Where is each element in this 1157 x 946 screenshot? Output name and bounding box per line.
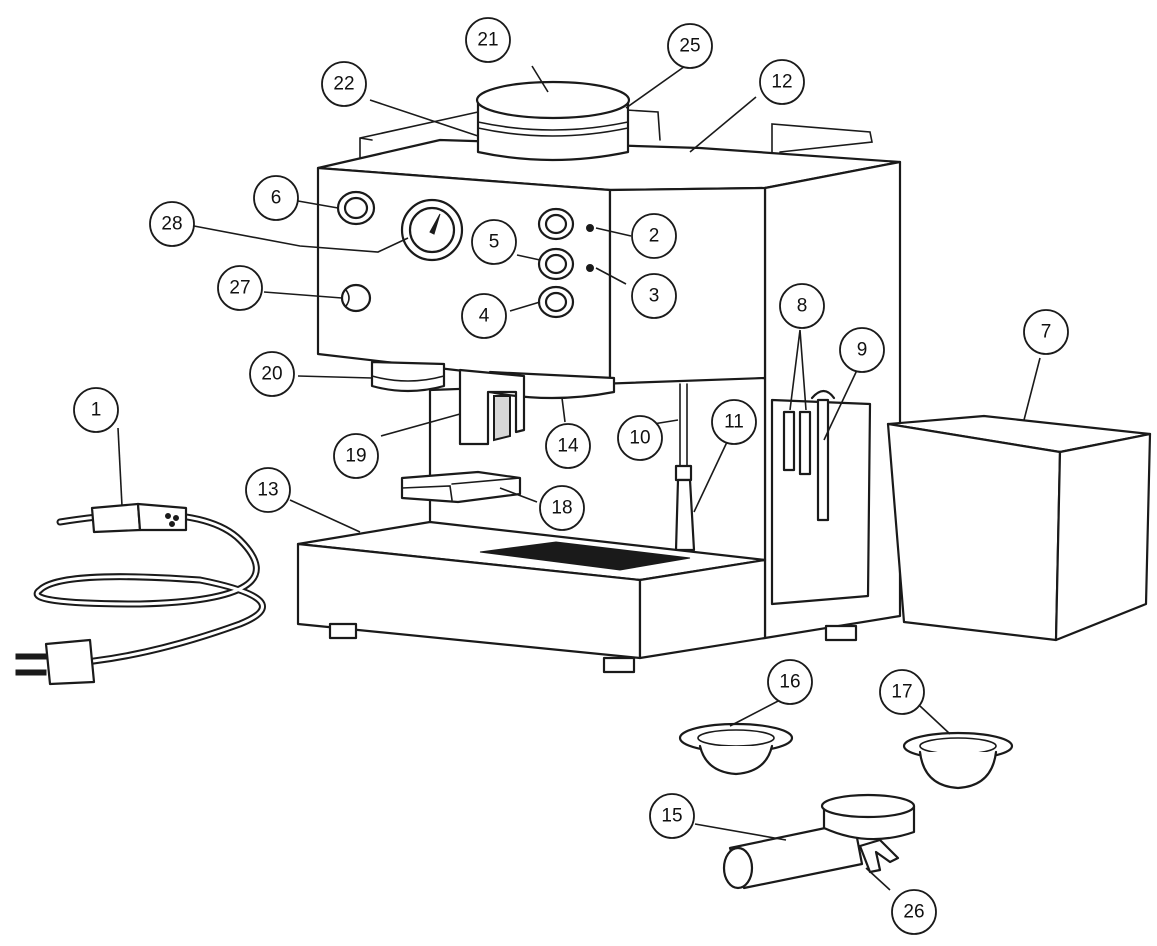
callout-number: 28 [161,214,182,235]
callout-4: 4 [461,293,507,339]
callout-2: 2 [631,213,677,259]
callout-5: 5 [471,219,517,265]
callout-14: 14 [545,423,591,469]
callout-16: 16 [767,659,813,705]
callout-circle [617,415,663,461]
callout-number: 11 [724,412,744,433]
callout-number: 25 [679,36,700,57]
callout-number: 8 [797,296,808,317]
callout-19: 19 [333,433,379,479]
callout-circle [879,669,925,715]
pressure-gauge [400,198,464,262]
reservoir-cover [475,80,631,162]
callout-circle [631,273,677,319]
callout-number: 16 [779,672,800,693]
drip-tray [296,520,858,674]
callout-number: 17 [891,682,912,703]
callout-circle [333,433,379,479]
callout-circle [649,793,695,839]
callout-number: 3 [649,286,660,307]
callout-circle [839,327,885,373]
callout-circle [253,175,299,221]
callout-number: 9 [857,340,868,361]
control-buttons [537,207,594,319]
callout-10: 10 [617,415,663,461]
callout-8: 8 [779,283,825,329]
callout-26: 26 [891,889,937,935]
callout-7: 7 [1023,309,1069,355]
callout-circle [667,23,713,69]
power-cord [15,502,266,686]
callout-number: 1 [91,400,102,421]
callout-circle [1023,309,1069,355]
callout-11: 11 [711,399,757,445]
callout-12: 12 [759,59,805,105]
callout-25: 25 [667,23,713,69]
callout-number: 22 [333,74,354,95]
callout-number: 5 [489,232,500,253]
callout-circle [891,889,937,935]
callout-20: 20 [249,351,295,397]
callout-circle [759,59,805,105]
callout-circle [539,485,585,531]
knock-box [886,414,1152,642]
callout-number: 27 [229,278,250,299]
callout-circle [631,213,677,259]
power-switch [340,283,372,313]
callout-circle [217,265,263,311]
callout-3: 3 [631,273,677,319]
callout-number: 6 [271,188,282,209]
callout-28: 28 [149,201,195,247]
callout-6: 6 [253,175,299,221]
callout-number: 26 [903,902,924,923]
callout-13: 13 [245,467,291,513]
portafilter [722,793,916,890]
callout-number: 10 [629,428,650,449]
callout-circle [465,17,511,63]
callout-circle [321,61,367,107]
callout-number: 7 [1041,322,1052,343]
callout-number: 21 [477,30,498,51]
callout-18: 18 [539,485,585,531]
callout-27: 27 [217,265,263,311]
callout-circle [711,399,757,445]
callout-number: 19 [345,446,366,467]
callout-number: 12 [771,72,792,93]
callout-number: 18 [551,498,572,519]
steam-knob [336,190,376,226]
callout-15: 15 [649,793,695,839]
cleaning-tools [782,389,836,522]
callout-circle [545,423,591,469]
filter-basket-double [902,731,1014,790]
callout-circle [245,467,291,513]
portafilter-holder [400,470,522,504]
callout-circle [249,351,295,397]
callout-22: 22 [321,61,367,107]
callout-number: 20 [261,364,282,385]
callout-21: 21 [465,17,511,63]
callout-number: 14 [557,436,579,457]
callout-circle [471,219,517,265]
steam-wand [674,383,696,552]
callout-number: 15 [661,806,682,827]
callout-circle [767,659,813,705]
leader-lines [117,63,1041,891]
callout-circle [461,293,507,339]
callout-1: 1 [73,387,119,433]
callout-number: 4 [479,306,490,327]
callout-17: 17 [879,669,925,715]
filter-basket-single [678,722,794,776]
callout-circle [149,201,195,247]
hot-water-outlet [370,360,446,393]
callout-circle [779,283,825,329]
callout-number: 2 [649,226,660,247]
callout-circle [73,387,119,433]
callout-number: 13 [257,480,278,501]
callout-9: 9 [839,327,885,373]
dosing-chute [458,368,526,446]
